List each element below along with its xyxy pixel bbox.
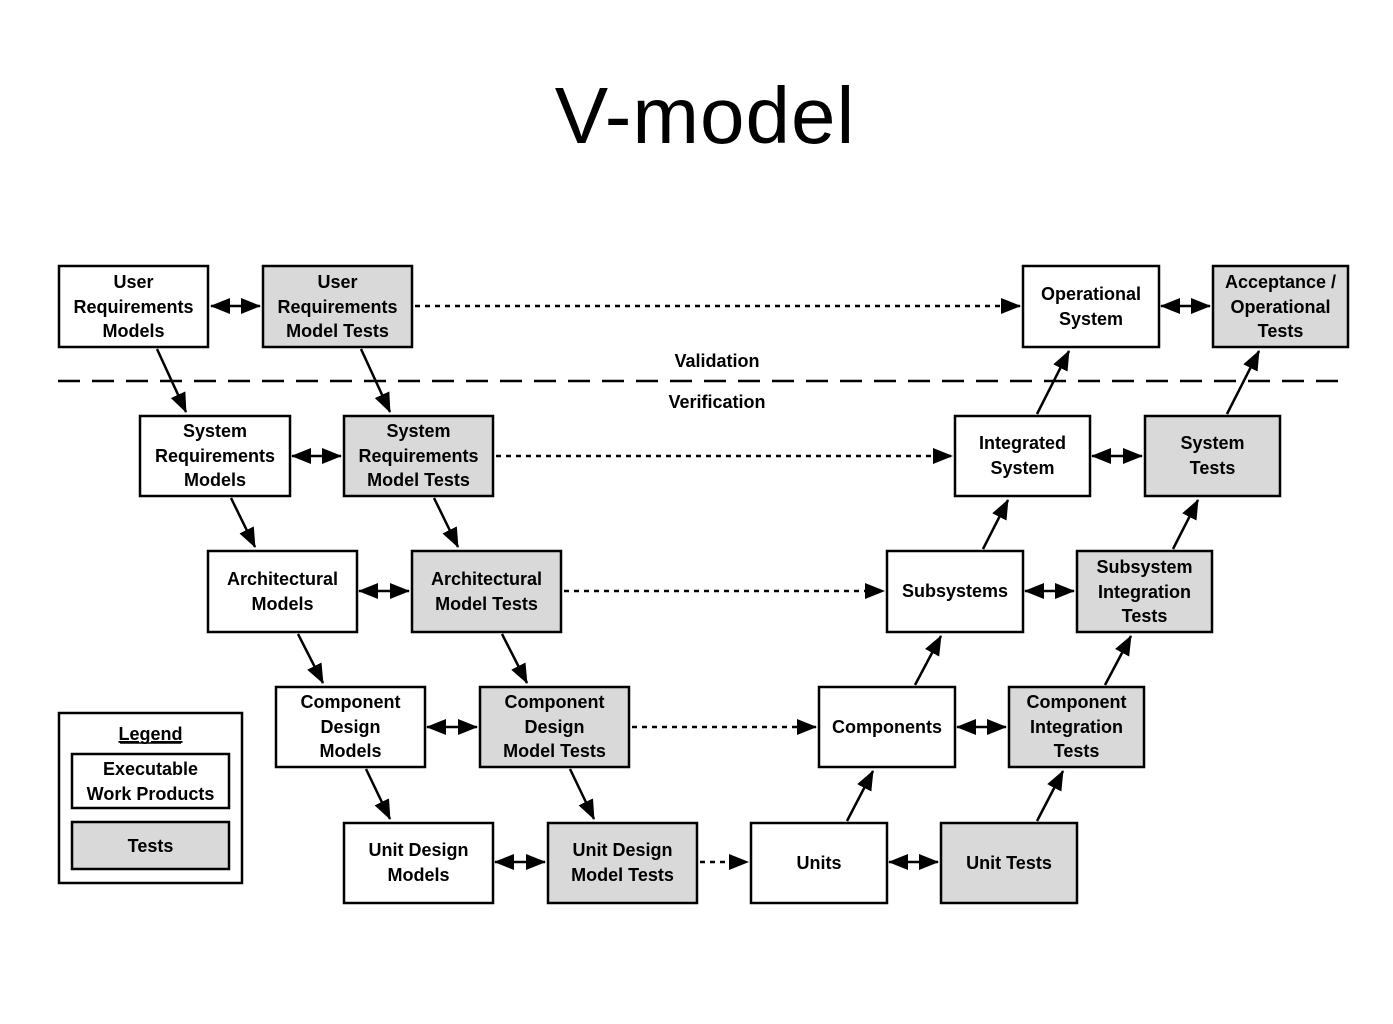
architectural-models-box: Architectural Models (206, 549, 359, 634)
svg-text:User: User (317, 272, 357, 292)
svg-text:System: System (990, 458, 1054, 478)
legend-title: Legend (118, 724, 182, 744)
component-design-models-box: Component Design Models (274, 685, 427, 769)
components-box: Components (817, 685, 957, 769)
svg-text:Model Tests: Model Tests (435, 594, 538, 614)
svg-text:Unit Design: Unit Design (368, 840, 468, 860)
svg-text:Model Tests: Model Tests (367, 470, 470, 490)
subsystem-integration-tests-box: Subsystem Integration Tests (1075, 549, 1214, 634)
svg-text:Acceptance /: Acceptance / (1225, 272, 1336, 292)
svg-text:Requirements: Requirements (277, 297, 397, 317)
svg-text:System: System (183, 421, 247, 441)
svg-text:Models: Models (387, 865, 449, 885)
legend-work-products-swatch: Executable Work Products (70, 752, 231, 810)
svg-text:Architectural: Architectural (431, 569, 542, 589)
svg-text:Tests: Tests (1054, 741, 1100, 761)
svg-text:Unit Design: Unit Design (572, 840, 672, 860)
units-box: Units (749, 821, 889, 905)
unit-tests-box: Unit Tests (939, 821, 1079, 905)
svg-text:User: User (113, 272, 153, 292)
operational-system-box: Operational System (1021, 264, 1161, 349)
svg-text:Integration: Integration (1098, 582, 1191, 602)
svg-text:Work Products: Work Products (87, 784, 215, 804)
svg-text:Component: Component (1027, 692, 1127, 712)
acceptance-operational-tests-box: Acceptance / Operational Tests (1211, 264, 1350, 349)
unit-design-models-box: Unit Design Models (342, 821, 495, 905)
svg-text:Model Tests: Model Tests (503, 741, 606, 761)
svg-text:Operational: Operational (1041, 284, 1141, 304)
svg-text:Design: Design (320, 717, 380, 737)
user-requirements-models-box: User Requirements Models (57, 264, 210, 349)
svg-text:Requirements: Requirements (73, 297, 193, 317)
svg-text:Integration: Integration (1030, 717, 1123, 737)
system-requirements-model-tests-box: System Requirements Model Tests (342, 414, 495, 498)
svg-text:Model Tests: Model Tests (286, 321, 389, 341)
integrated-system-box: Integrated System (953, 414, 1092, 498)
test-execution-links (415, 298, 1021, 870)
component-integration-tests-box: Component Integration Tests (1007, 685, 1146, 769)
svg-text:Subsystem: Subsystem (1096, 557, 1192, 577)
svg-text:Tests: Tests (1190, 458, 1236, 478)
unit-design-model-tests-box: Unit Design Model Tests (546, 821, 699, 905)
model-test-links (210, 298, 1211, 870)
svg-text:Architectural: Architectural (227, 569, 338, 589)
svg-text:Units: Units (797, 853, 842, 873)
legend-tests-swatch: Tests (70, 820, 231, 871)
svg-text:Unit Tests: Unit Tests (966, 853, 1052, 873)
system-requirements-models-box: System Requirements Models (138, 414, 292, 498)
integration-arrows (845, 350, 1261, 822)
svg-text:Tests: Tests (128, 836, 174, 856)
svg-text:Executable: Executable (103, 759, 198, 779)
svg-text:Tests: Tests (1258, 321, 1304, 341)
svg-text:Requirements: Requirements (358, 446, 478, 466)
svg-text:Components: Components (832, 717, 942, 737)
user-requirements-model-tests-box: User Requirements Model Tests (261, 264, 414, 349)
svg-text:Requirements: Requirements (155, 446, 275, 466)
validation-label: Validation (674, 351, 759, 371)
svg-text:Models: Models (102, 321, 164, 341)
system-tests-box: System Tests (1143, 414, 1282, 498)
svg-text:Component: Component (301, 692, 401, 712)
svg-text:Models: Models (251, 594, 313, 614)
svg-text:Models: Models (184, 470, 246, 490)
verification-label: Verification (668, 392, 765, 412)
subsystems-box: Subsystems (885, 549, 1025, 634)
svg-text:Subsystems: Subsystems (902, 581, 1008, 601)
svg-text:System: System (1059, 309, 1123, 329)
page-title: V-model (554, 71, 856, 160)
decomposition-arrows (155, 348, 596, 820)
architectural-model-tests-box: Architectural Model Tests (410, 549, 563, 634)
svg-text:System: System (1180, 433, 1244, 453)
svg-text:Integrated: Integrated (979, 433, 1066, 453)
svg-text:Models: Models (319, 741, 381, 761)
legend: Legend Executable Work Products Tests (57, 711, 244, 885)
svg-text:Tests: Tests (1122, 606, 1168, 626)
svg-text:Model Tests: Model Tests (571, 865, 674, 885)
svg-text:Design: Design (524, 717, 584, 737)
svg-text:System: System (386, 421, 450, 441)
component-design-model-tests-box: Component Design Model Tests (478, 685, 631, 769)
svg-text:Component: Component (505, 692, 605, 712)
svg-text:Operational: Operational (1230, 297, 1330, 317)
